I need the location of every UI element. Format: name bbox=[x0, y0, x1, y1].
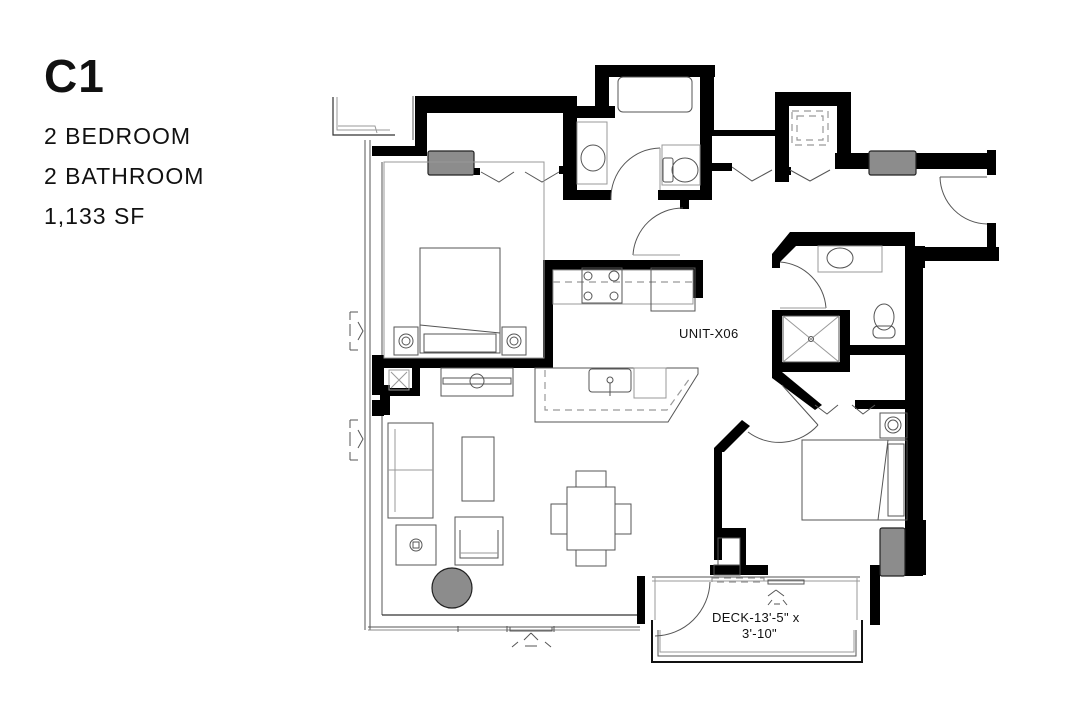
unit-label: UNIT-X06 bbox=[679, 326, 738, 341]
bedroom-2 bbox=[713, 384, 908, 576]
bathroom-count: 2 BATHROOM bbox=[44, 163, 205, 189]
walls bbox=[372, 65, 999, 625]
round-table-living bbox=[431, 567, 473, 609]
closet-doors bbox=[474, 166, 876, 415]
bathroom-1 bbox=[576, 76, 701, 256]
deck: DECK-13'-5" x 3'-10" bbox=[651, 576, 863, 663]
entry-door bbox=[939, 176, 988, 225]
deck-label-line1: DECK-13'-5" x bbox=[712, 610, 800, 625]
linen-closet bbox=[791, 110, 829, 146]
living-dining bbox=[387, 422, 632, 567]
hvac-unit-bedroom1 bbox=[427, 150, 475, 176]
hvac-unit-bedroom2 bbox=[879, 527, 906, 577]
bedroom-1 bbox=[383, 161, 545, 359]
deck-label-line2: 3'-10" bbox=[742, 626, 777, 641]
unit-code: C1 bbox=[44, 50, 105, 102]
square-footage: 1,133 SF bbox=[44, 203, 146, 229]
kitchen bbox=[388, 267, 699, 423]
bedroom-count: 2 BEDROOM bbox=[44, 123, 192, 149]
exterior-bottom-wall bbox=[368, 614, 640, 632]
exterior-left-wall bbox=[332, 96, 414, 630]
window-marker-bottom bbox=[511, 632, 552, 648]
unit-info: C1 2 BEDROOM 2 BATHROOM 1,133 SF bbox=[44, 50, 204, 236]
hvac-unit-hall bbox=[868, 150, 917, 176]
window-markers-left bbox=[349, 311, 364, 461]
bathroom-2 bbox=[779, 245, 896, 363]
